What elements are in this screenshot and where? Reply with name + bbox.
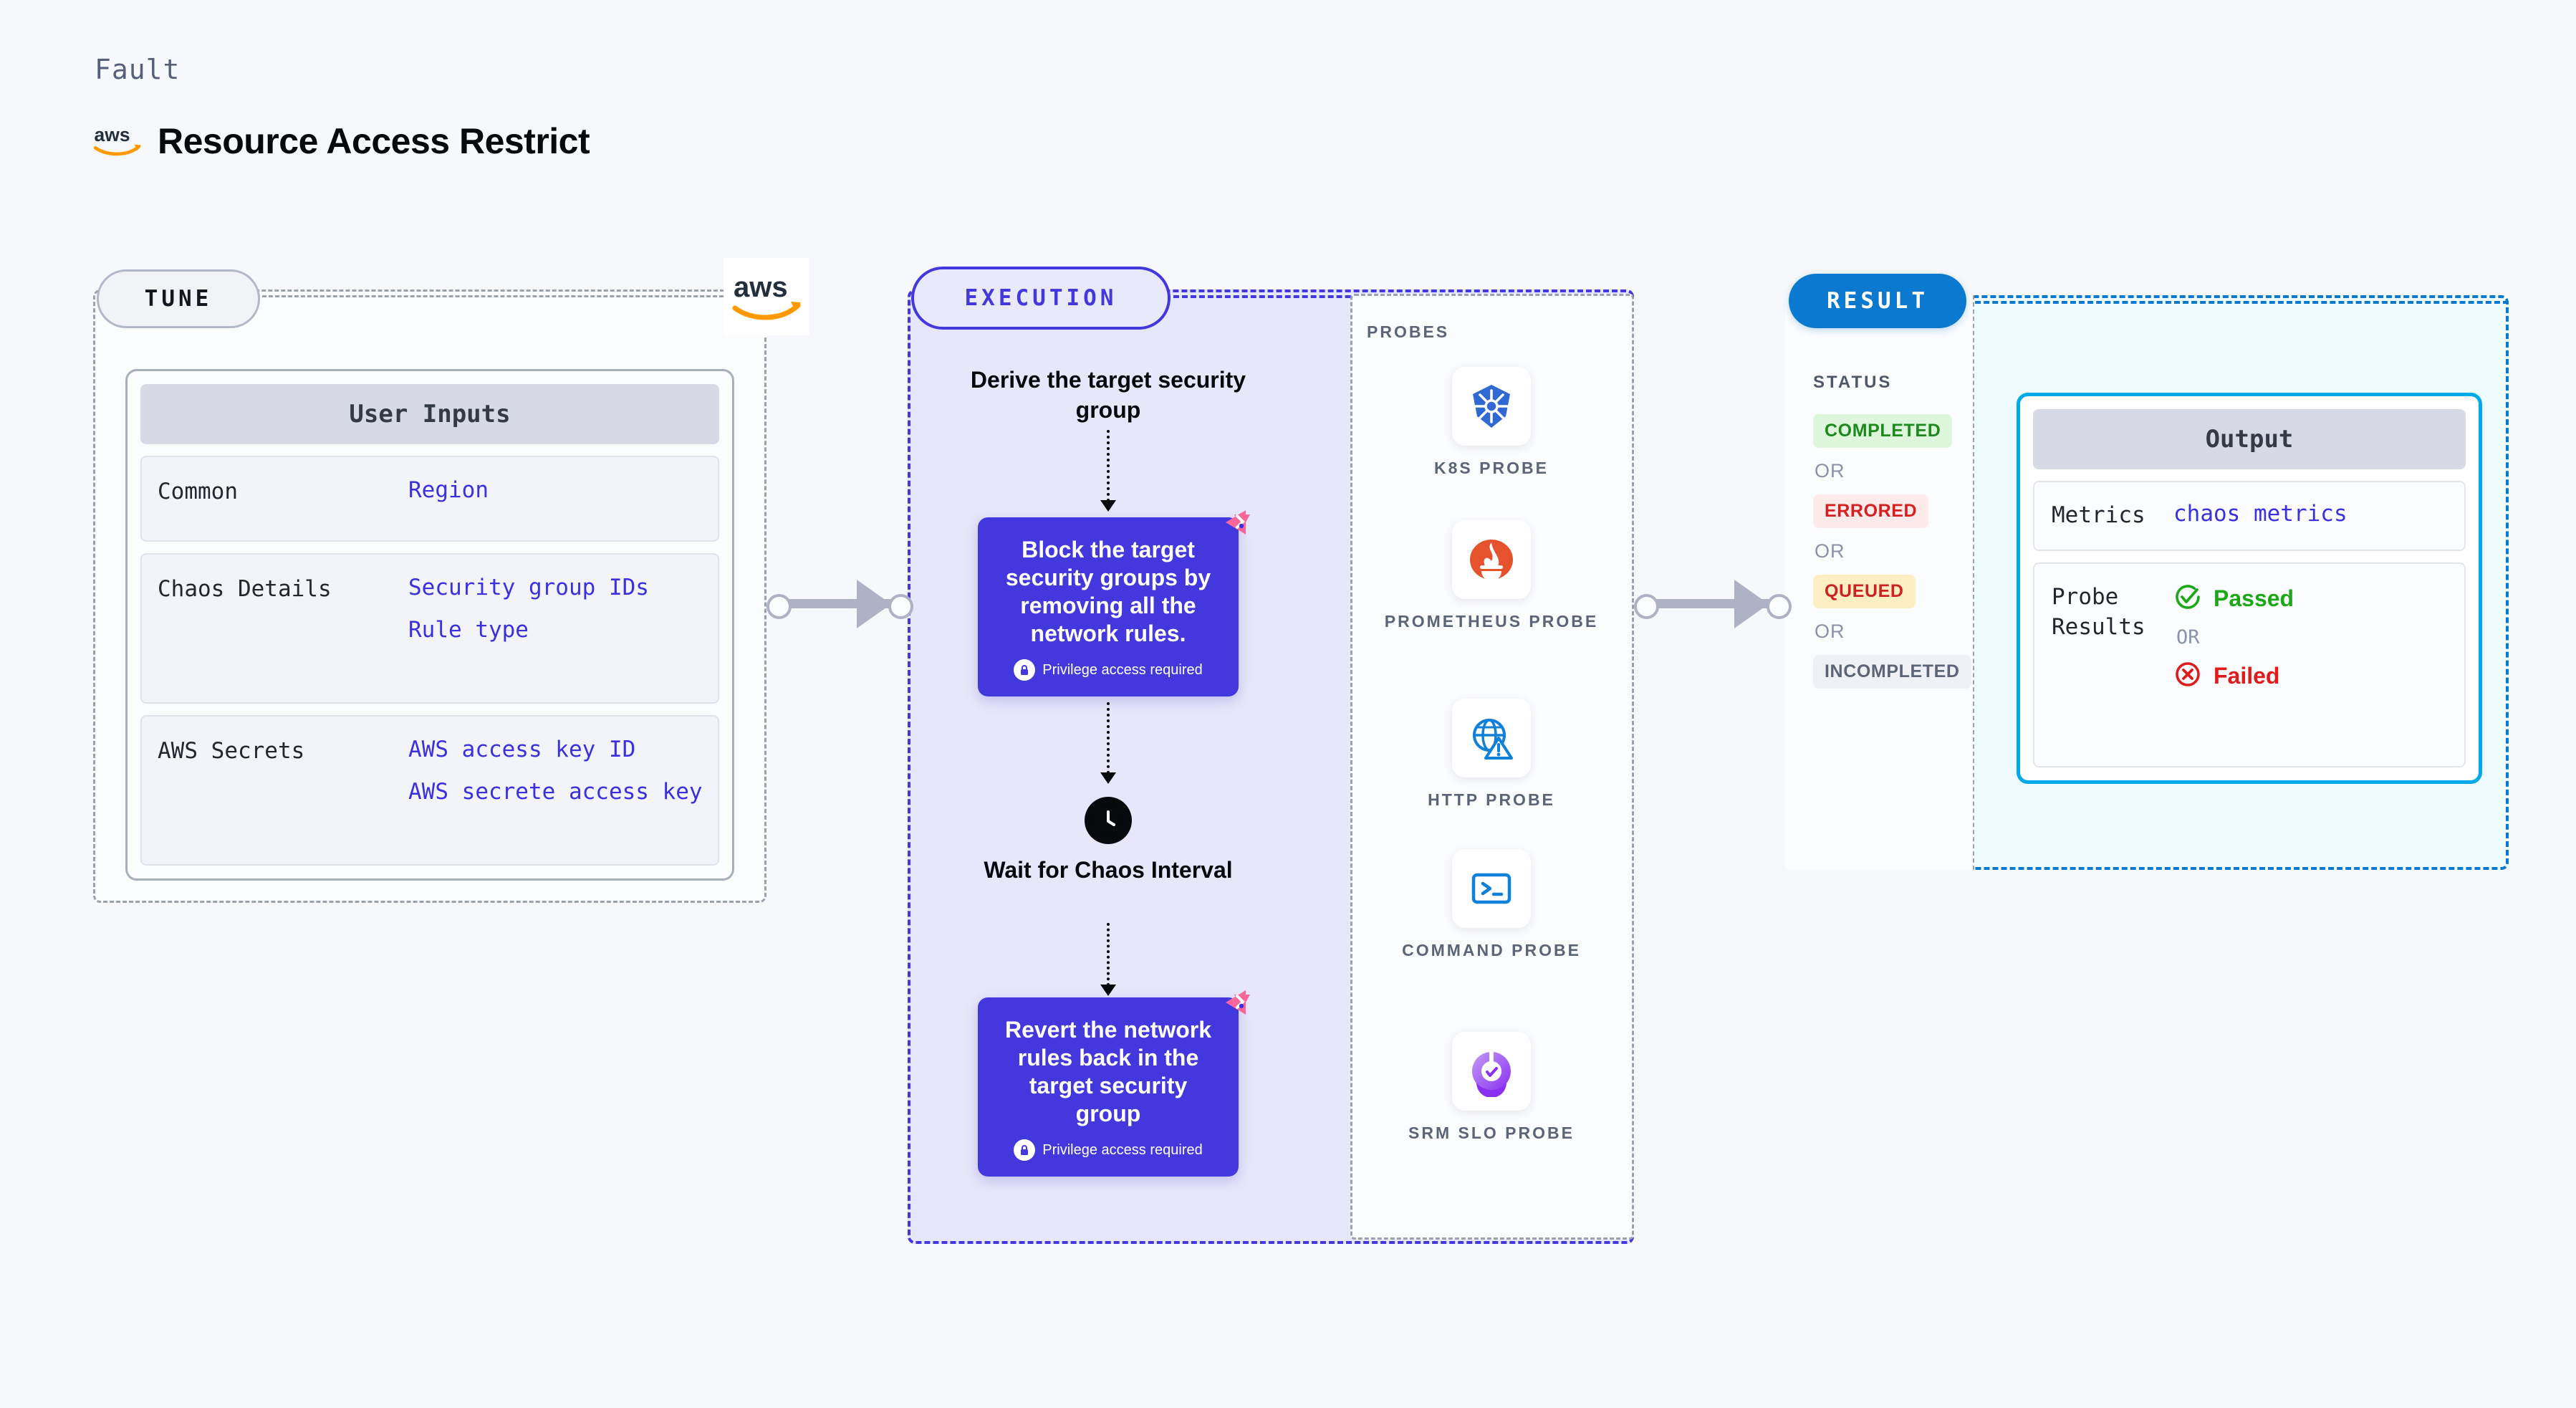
- probe-results-values: Passed OR Failed: [2173, 583, 2294, 692]
- result-pill: RESULT: [1789, 274, 1966, 328]
- probe-command[interactable]: COMMAND PROBE: [1384, 849, 1599, 962]
- flow-arrow-line: [1107, 430, 1110, 502]
- output-row-label: Metrics: [2052, 502, 2145, 528]
- input-row-values: AWS access key ID AWS secrete access key: [408, 737, 703, 805]
- privilege-row: Privilege access required: [995, 1139, 1221, 1162]
- probe-http[interactable]: HTTP PROBE: [1384, 699, 1599, 811]
- tune-pill: TUNE: [97, 269, 260, 328]
- input-row-common: Common Region: [140, 456, 719, 542]
- flow-arrow-head: [1100, 500, 1116, 512]
- check-circle-icon: [2173, 583, 2202, 615]
- tune-connector-line: [256, 295, 743, 297]
- x-circle-icon: [2173, 660, 2202, 692]
- privilege-row: Privilege access required: [995, 659, 1221, 681]
- input-value: Region: [408, 477, 489, 503]
- privilege-text: Privilege access required: [1042, 1141, 1203, 1158]
- step-block-security-groups-card: Block the target security groups by remo…: [978, 510, 1250, 697]
- lock-icon: [1014, 659, 1036, 681]
- status-badge-queued: QUEUED: [1813, 575, 1916, 608]
- clock-icon: [1085, 797, 1132, 844]
- step-revert-network-rules-card: Revert the network rules back in the tar…: [978, 990, 1250, 1177]
- step-card-title: Block the target security groups by remo…: [1005, 537, 1211, 647]
- harness-chaos-icon: [1213, 500, 1257, 545]
- output-title: Output: [2033, 409, 2466, 469]
- prometheus-icon: [1452, 520, 1531, 599]
- probe-label: COMMAND PROBE: [1402, 941, 1581, 959]
- page-title: Resource Access Restrict: [158, 121, 590, 161]
- connector-execution-to-result: [1634, 580, 1792, 628]
- input-value: Rule type: [408, 617, 529, 643]
- page-title-row: aws Resource Access Restrict: [93, 120, 590, 162]
- input-value: Security group IDs: [408, 575, 649, 600]
- user-inputs-title: User Inputs: [140, 384, 719, 444]
- probe-result-or-label: OR: [2176, 626, 2200, 648]
- status-or-label: OR: [1815, 621, 1845, 642]
- probe-label: PROMETHEUS PROBE: [1384, 612, 1599, 631]
- probe-result-failed: Failed: [2173, 660, 2294, 692]
- step-derive-target-security-group: Derive the target security group: [970, 367, 1246, 423]
- input-row-values: Region: [408, 477, 489, 504]
- input-row-label: Common: [158, 479, 238, 504]
- output-row-probe-results: Probe Results Passed OR: [2033, 562, 2466, 767]
- probe-passed-label: Passed: [2214, 585, 2294, 611]
- probe-label: SRM SLO PROBE: [1408, 1124, 1575, 1142]
- terminal-icon: [1452, 849, 1531, 928]
- harness-chaos-icon: [1213, 980, 1257, 1025]
- step-wait-for-chaos-interval: Wait for Chaos Interval: [984, 857, 1233, 883]
- probe-label: HTTP PROBE: [1428, 790, 1555, 809]
- output-card: Output Metrics chaos metrics Probe Resul…: [2017, 393, 2482, 784]
- probe-srm-slo[interactable]: SRM SLO PROBE: [1384, 1032, 1599, 1144]
- status-badge-completed: COMPLETED: [1813, 414, 1953, 448]
- input-row-label: AWS Secrets: [158, 738, 305, 764]
- input-value: AWS secrete access key: [408, 779, 703, 805]
- probe-k8s[interactable]: K8S PROBE: [1384, 367, 1599, 479]
- input-row-values: Security group IDs Rule type: [408, 575, 649, 643]
- status-list: COMPLETED OR ERRORED OR QUEUED OR INCOMP…: [1813, 414, 1971, 689]
- http-globe-warning-icon: [1452, 699, 1531, 777]
- flow-arrow-head: [1100, 985, 1116, 996]
- step-card-title: Revert the network rules back in the tar…: [1004, 1017, 1212, 1127]
- flow-arrow-line: [1107, 923, 1110, 986]
- kubernetes-icon: [1452, 367, 1531, 446]
- svg-text:aws: aws: [734, 272, 788, 303]
- input-row-label: Chaos Details: [158, 576, 332, 602]
- flow-arrow-head: [1100, 772, 1116, 784]
- probe-failed-label: Failed: [2214, 662, 2280, 689]
- probe-prometheus[interactable]: PROMETHEUS PROBE: [1384, 520, 1599, 633]
- fault-label: Fault: [95, 54, 181, 85]
- output-metrics-value: chaos metrics: [2173, 501, 2347, 527]
- svg-text:aws: aws: [95, 124, 130, 145]
- probes-title: PROBES: [1367, 322, 1450, 341]
- connector-tune-to-execution: [766, 580, 913, 628]
- user-inputs-card: User Inputs Common Region Chaos Details …: [125, 369, 734, 881]
- probe-label: K8S PROBE: [1434, 459, 1549, 477]
- status-badge-errored: ERRORED: [1813, 494, 1929, 528]
- output-row-metrics: Metrics chaos metrics: [2033, 481, 2466, 551]
- input-value: AWS access key ID: [408, 737, 636, 762]
- status-title: STATUS: [1813, 373, 1893, 392]
- srm-slo-icon: [1452, 1032, 1531, 1111]
- execution-pill: EXECUTION: [911, 267, 1171, 330]
- result-connector-line: [1966, 301, 2509, 304]
- status-badge-incompleted: INCOMPLETED: [1813, 655, 1971, 689]
- status-or-label: OR: [1815, 540, 1845, 562]
- status-or-label: OR: [1815, 460, 1845, 482]
- lock-icon: [1014, 1139, 1036, 1162]
- input-row-chaos-details: Chaos Details Security group IDs Rule ty…: [140, 553, 719, 704]
- probe-result-passed: Passed: [2173, 583, 2294, 615]
- aws-provider-badge-icon: aws: [724, 258, 809, 335]
- privilege-text: Privilege access required: [1042, 661, 1203, 678]
- output-row-label: Probe Results: [2052, 583, 2145, 640]
- input-row-aws-secrets: AWS Secrets AWS access key ID AWS secret…: [140, 715, 719, 866]
- aws-logo-icon: aws: [93, 121, 143, 161]
- flow-arrow-line: [1107, 702, 1110, 774]
